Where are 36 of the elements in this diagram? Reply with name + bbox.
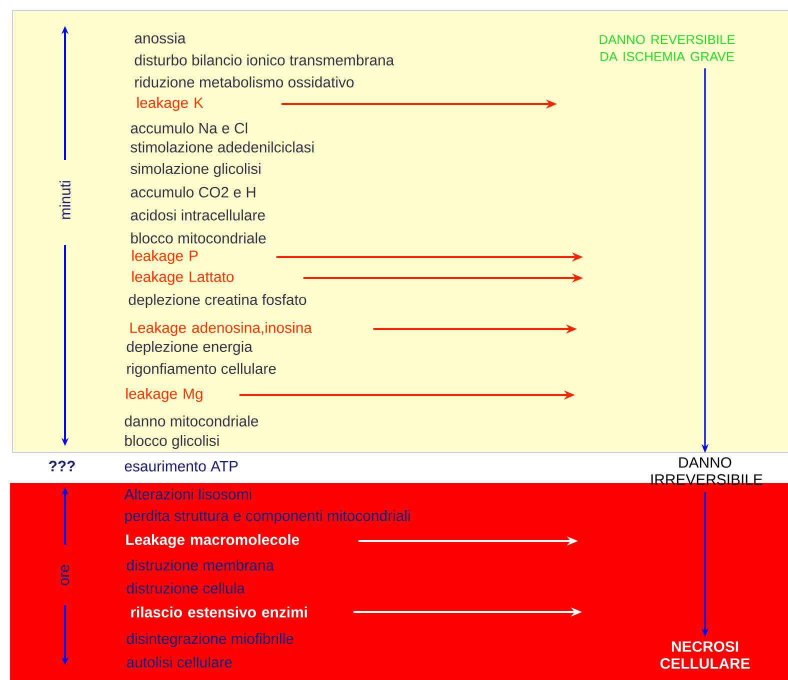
list-item: stimolazione adedenilciclasi — [130, 142, 314, 152]
list-item: esaurimento ATP — [124, 460, 238, 472]
leakage-text: Leakage adenosina,inosina — [130, 322, 312, 336]
axis-label: minuti — [58, 179, 72, 221]
list-item: accumulo CO2 e H — [130, 186, 256, 198]
list-item: disturbo bilancio ionico transmembrana — [134, 54, 394, 66]
list-item: accumulo Na e Cl — [130, 122, 248, 134]
leakage-text: Leakage macromolecole — [126, 534, 300, 548]
list-item: simolazione glicolisi — [130, 163, 260, 177]
band — [12, 10, 788, 453]
list-item: riduzione metabolismo ossidativo — [135, 76, 354, 88]
band — [10, 483, 788, 680]
heading-text: NECROSI CELLULARE — [660, 641, 750, 669]
list-item: disintegrazione miofibrille — [126, 633, 294, 647]
list-item: blocco mitocondriale — [131, 232, 266, 244]
list-item: danno mitocondriale — [124, 416, 258, 426]
heading-text: DANNO IRREVERSIBILE — [651, 457, 762, 485]
list-item: distruzione cellula — [126, 582, 245, 594]
list-item: Alterazioni lisosomi — [124, 488, 252, 500]
leakage-text: leakage K — [137, 97, 204, 111]
list-item: anossia — [134, 32, 186, 44]
list-item: deplezione creatina fosfato — [128, 294, 306, 308]
list-item: blocco glicolisi — [125, 435, 219, 449]
list-item: rigonfiamento cellulare — [127, 363, 276, 377]
list-item: distruzione membrana — [126, 560, 274, 570]
list-item: perdita struttura e componenti mitocondriali — [125, 510, 410, 524]
axis-label: ore — [60, 563, 70, 587]
leakage-text: rilascio estensivo enzimi — [131, 606, 307, 618]
question-marks: ??? — [49, 460, 75, 472]
leakage-text: leakage Lattato — [132, 271, 234, 285]
list-item: deplezione energia — [126, 341, 252, 355]
list-item: acidosi intracellulare — [130, 210, 265, 220]
list-item: autolisi cellulare — [126, 656, 232, 668]
leakage-text: leakage P — [132, 250, 198, 264]
leakage-text: leakage Mg — [126, 388, 202, 402]
heading-text: DANNO REVERSIBILE DA ISCHEMIA GRAVE — [600, 34, 735, 62]
